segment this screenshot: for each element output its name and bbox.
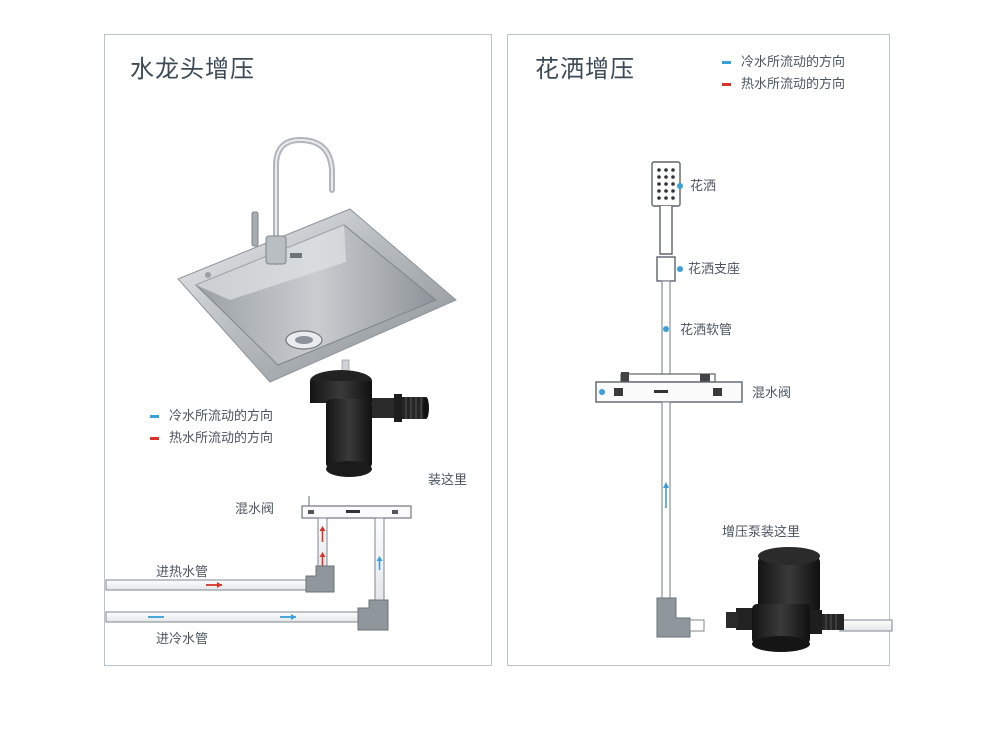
legend-hot-label: 热水所流动的方向 xyxy=(741,77,846,92)
hot-pipe-label: 进热水管 xyxy=(156,565,209,580)
outlet-pipe-right xyxy=(839,619,893,632)
shower-hose-label: 花洒软管 xyxy=(680,323,733,338)
shower-holder-label: 花洒支座 xyxy=(688,262,741,277)
hot-water-pipe xyxy=(105,565,335,593)
mixing-valve-right xyxy=(595,372,743,403)
shower-head-icon xyxy=(651,161,681,255)
shower-boost-panel xyxy=(507,34,890,666)
faucet-boost-title: 水龙头增压 xyxy=(130,55,255,83)
cold-water-pipe xyxy=(105,599,389,631)
elbow-right xyxy=(656,597,691,638)
booster-pump-icon xyxy=(726,547,844,652)
cold-pipe-label: 进冷水管 xyxy=(156,632,209,647)
booster-pump-icon xyxy=(310,370,429,477)
legend-cold-left: 冷水所流动的方向 xyxy=(150,410,273,423)
cold-dash-icon xyxy=(722,61,731,64)
mixing-valve-label-left: 混水阀 xyxy=(235,502,275,517)
legend-cold-label: 冷水所流动的方向 xyxy=(169,409,274,424)
shower-boost-title: 花洒增压 xyxy=(535,55,635,83)
cold-flow-arrow-vertical xyxy=(663,482,669,508)
riser-flow-arrows xyxy=(319,526,383,570)
install-here-label: 装这里 xyxy=(428,473,468,488)
legend-cold-right: 冷水所流动的方向 xyxy=(722,56,845,69)
legend-hot-left: 热水所流动的方向 xyxy=(150,432,273,445)
legend-hot-right: 热水所流动的方向 xyxy=(722,78,845,91)
cold-dash-icon xyxy=(150,415,159,418)
pump-install-here-label: 增压泵装这里 xyxy=(722,525,801,540)
shower-holder xyxy=(656,256,676,282)
legend-hot-label: 热水所流动的方向 xyxy=(169,431,274,446)
kitchen-sink-faucet-icon xyxy=(177,136,457,391)
hot-dash-icon xyxy=(722,83,731,86)
shower-head-label: 花洒 xyxy=(690,179,717,194)
hot-dash-icon xyxy=(150,437,159,440)
mixing-valve-label-right: 混水阀 xyxy=(752,386,792,401)
mixing-valve-left xyxy=(301,496,412,519)
cold-flow-markers-right xyxy=(599,183,683,395)
legend-cold-label: 冷水所流动的方向 xyxy=(741,55,846,70)
